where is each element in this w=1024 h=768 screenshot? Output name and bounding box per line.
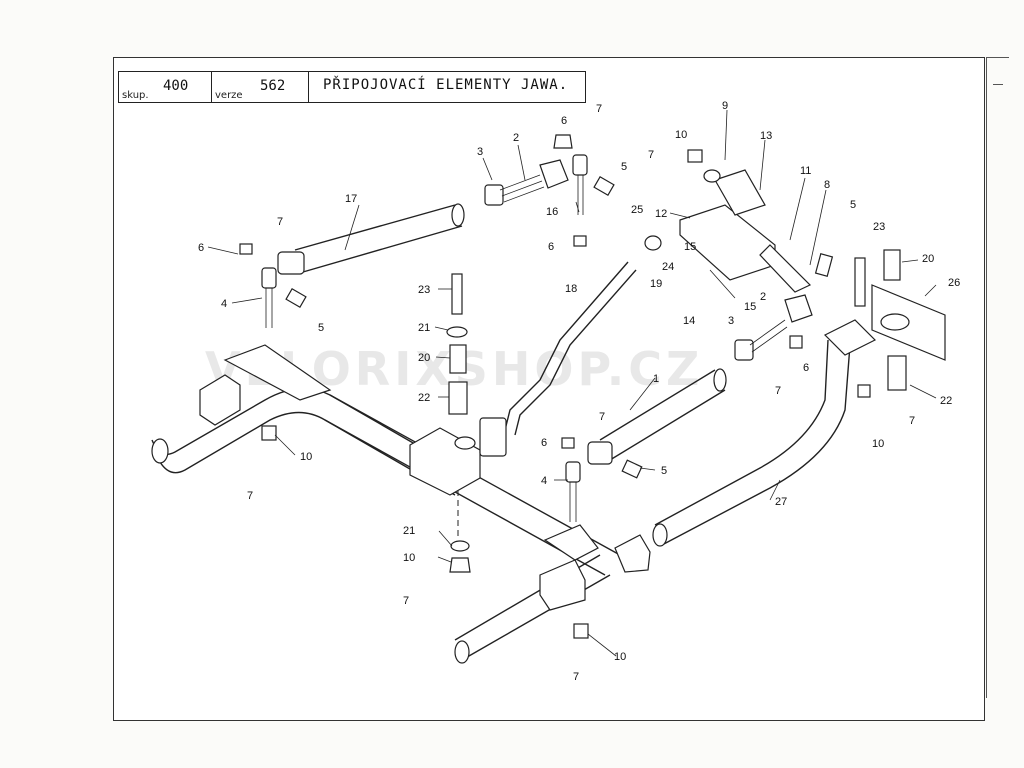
callout-27: 27 (775, 496, 787, 508)
callout-17: 17 (345, 193, 357, 205)
callout-6: 6 (541, 437, 547, 449)
callout-15: 15 (744, 301, 756, 313)
turnbuckle-right (734, 294, 813, 361)
callout-19: 19 (650, 278, 662, 290)
callout-18: 18 (565, 283, 577, 295)
callout-24: 24 (662, 261, 674, 273)
callout-10: 10 (614, 651, 626, 663)
group-value: 400 (163, 78, 189, 94)
callout-11: 11 (800, 165, 811, 177)
bracket-26 (871, 249, 946, 391)
callout-16: 16 (546, 206, 558, 218)
callout-21: 21 (418, 322, 430, 334)
callout-4: 4 (541, 475, 547, 487)
callout-3: 3 (477, 146, 483, 158)
title-cell: PŘIPOJOVACÍ ELEMENTY JAWA. (309, 72, 585, 102)
callout-23: 23 (418, 284, 430, 296)
callout-6: 6 (548, 241, 554, 253)
callout-15: 15 (684, 241, 696, 253)
callout-7: 7 (573, 671, 579, 683)
tube-27 (454, 319, 877, 664)
callout-6: 6 (198, 242, 204, 254)
callout-21: 21 (403, 525, 415, 537)
callout-7: 7 (648, 149, 654, 161)
frame-crossbar (324, 394, 621, 576)
callout-2: 2 (513, 132, 519, 144)
adjacent-sheet-edge (986, 57, 1009, 698)
callout-6: 6 (803, 362, 809, 374)
version-label: verze (215, 90, 243, 101)
drawing-title: PŘIPOJOVACÍ ELEMENTY JAWA. (323, 77, 569, 93)
callout-10: 10 (872, 438, 884, 450)
callout-10: 10 (675, 129, 687, 141)
callout-10: 10 (300, 451, 312, 463)
callout-4: 4 (221, 298, 227, 310)
stack-center (446, 273, 471, 573)
callout-7: 7 (775, 385, 781, 397)
callout-20: 20 (418, 352, 430, 364)
callout-10: 10 (403, 552, 415, 564)
callout-7: 7 (599, 411, 605, 423)
callout-5: 5 (621, 161, 627, 173)
callout-12: 12 (655, 208, 667, 220)
callout-7: 7 (247, 490, 253, 502)
version-cell: verze 562 (212, 72, 309, 102)
callout-labels: 2 3 6 7 5 16 6 17 7 6 4 5 10 9 7 13 11 8… (198, 100, 960, 683)
callout-5: 5 (850, 199, 856, 211)
frame-left-arm (151, 344, 461, 496)
callout-8: 8 (824, 179, 830, 191)
callout-9: 9 (722, 100, 728, 112)
callout-7: 7 (403, 595, 409, 607)
callout-13: 13 (760, 130, 772, 142)
fasteners (239, 134, 871, 639)
group-label: skup. (122, 90, 149, 101)
callout-6: 6 (561, 115, 567, 127)
callout-25: 25 (631, 204, 643, 216)
callout-22: 22 (418, 392, 430, 404)
callout-7: 7 (909, 415, 915, 427)
group-cell: skup. 400 (119, 72, 212, 102)
turnbuckle-top (484, 159, 569, 206)
callout-2: 2 (760, 291, 766, 303)
version-value: 562 (260, 78, 286, 94)
callout-3: 3 (728, 315, 734, 327)
callout-23: 23 (873, 221, 885, 233)
callout-14: 14 (683, 315, 695, 327)
callout-26: 26 (948, 277, 960, 289)
bent-rod-18 (479, 261, 637, 457)
callout-5: 5 (318, 322, 324, 334)
callout-20: 20 (922, 253, 934, 265)
leader-lines (207, 109, 937, 657)
bracket-12 (679, 169, 812, 293)
title-block: skup. 400 verze 562 PŘIPOJOVACÍ ELEMENTY… (118, 71, 586, 103)
callout-5: 5 (661, 465, 667, 477)
link-bar-1 (587, 368, 727, 465)
callout-1: 1 (653, 373, 659, 385)
callout-22: 22 (940, 395, 952, 407)
link-bar-17 (277, 203, 465, 275)
callout-7: 7 (596, 103, 602, 115)
callout-7: 7 (277, 216, 283, 228)
